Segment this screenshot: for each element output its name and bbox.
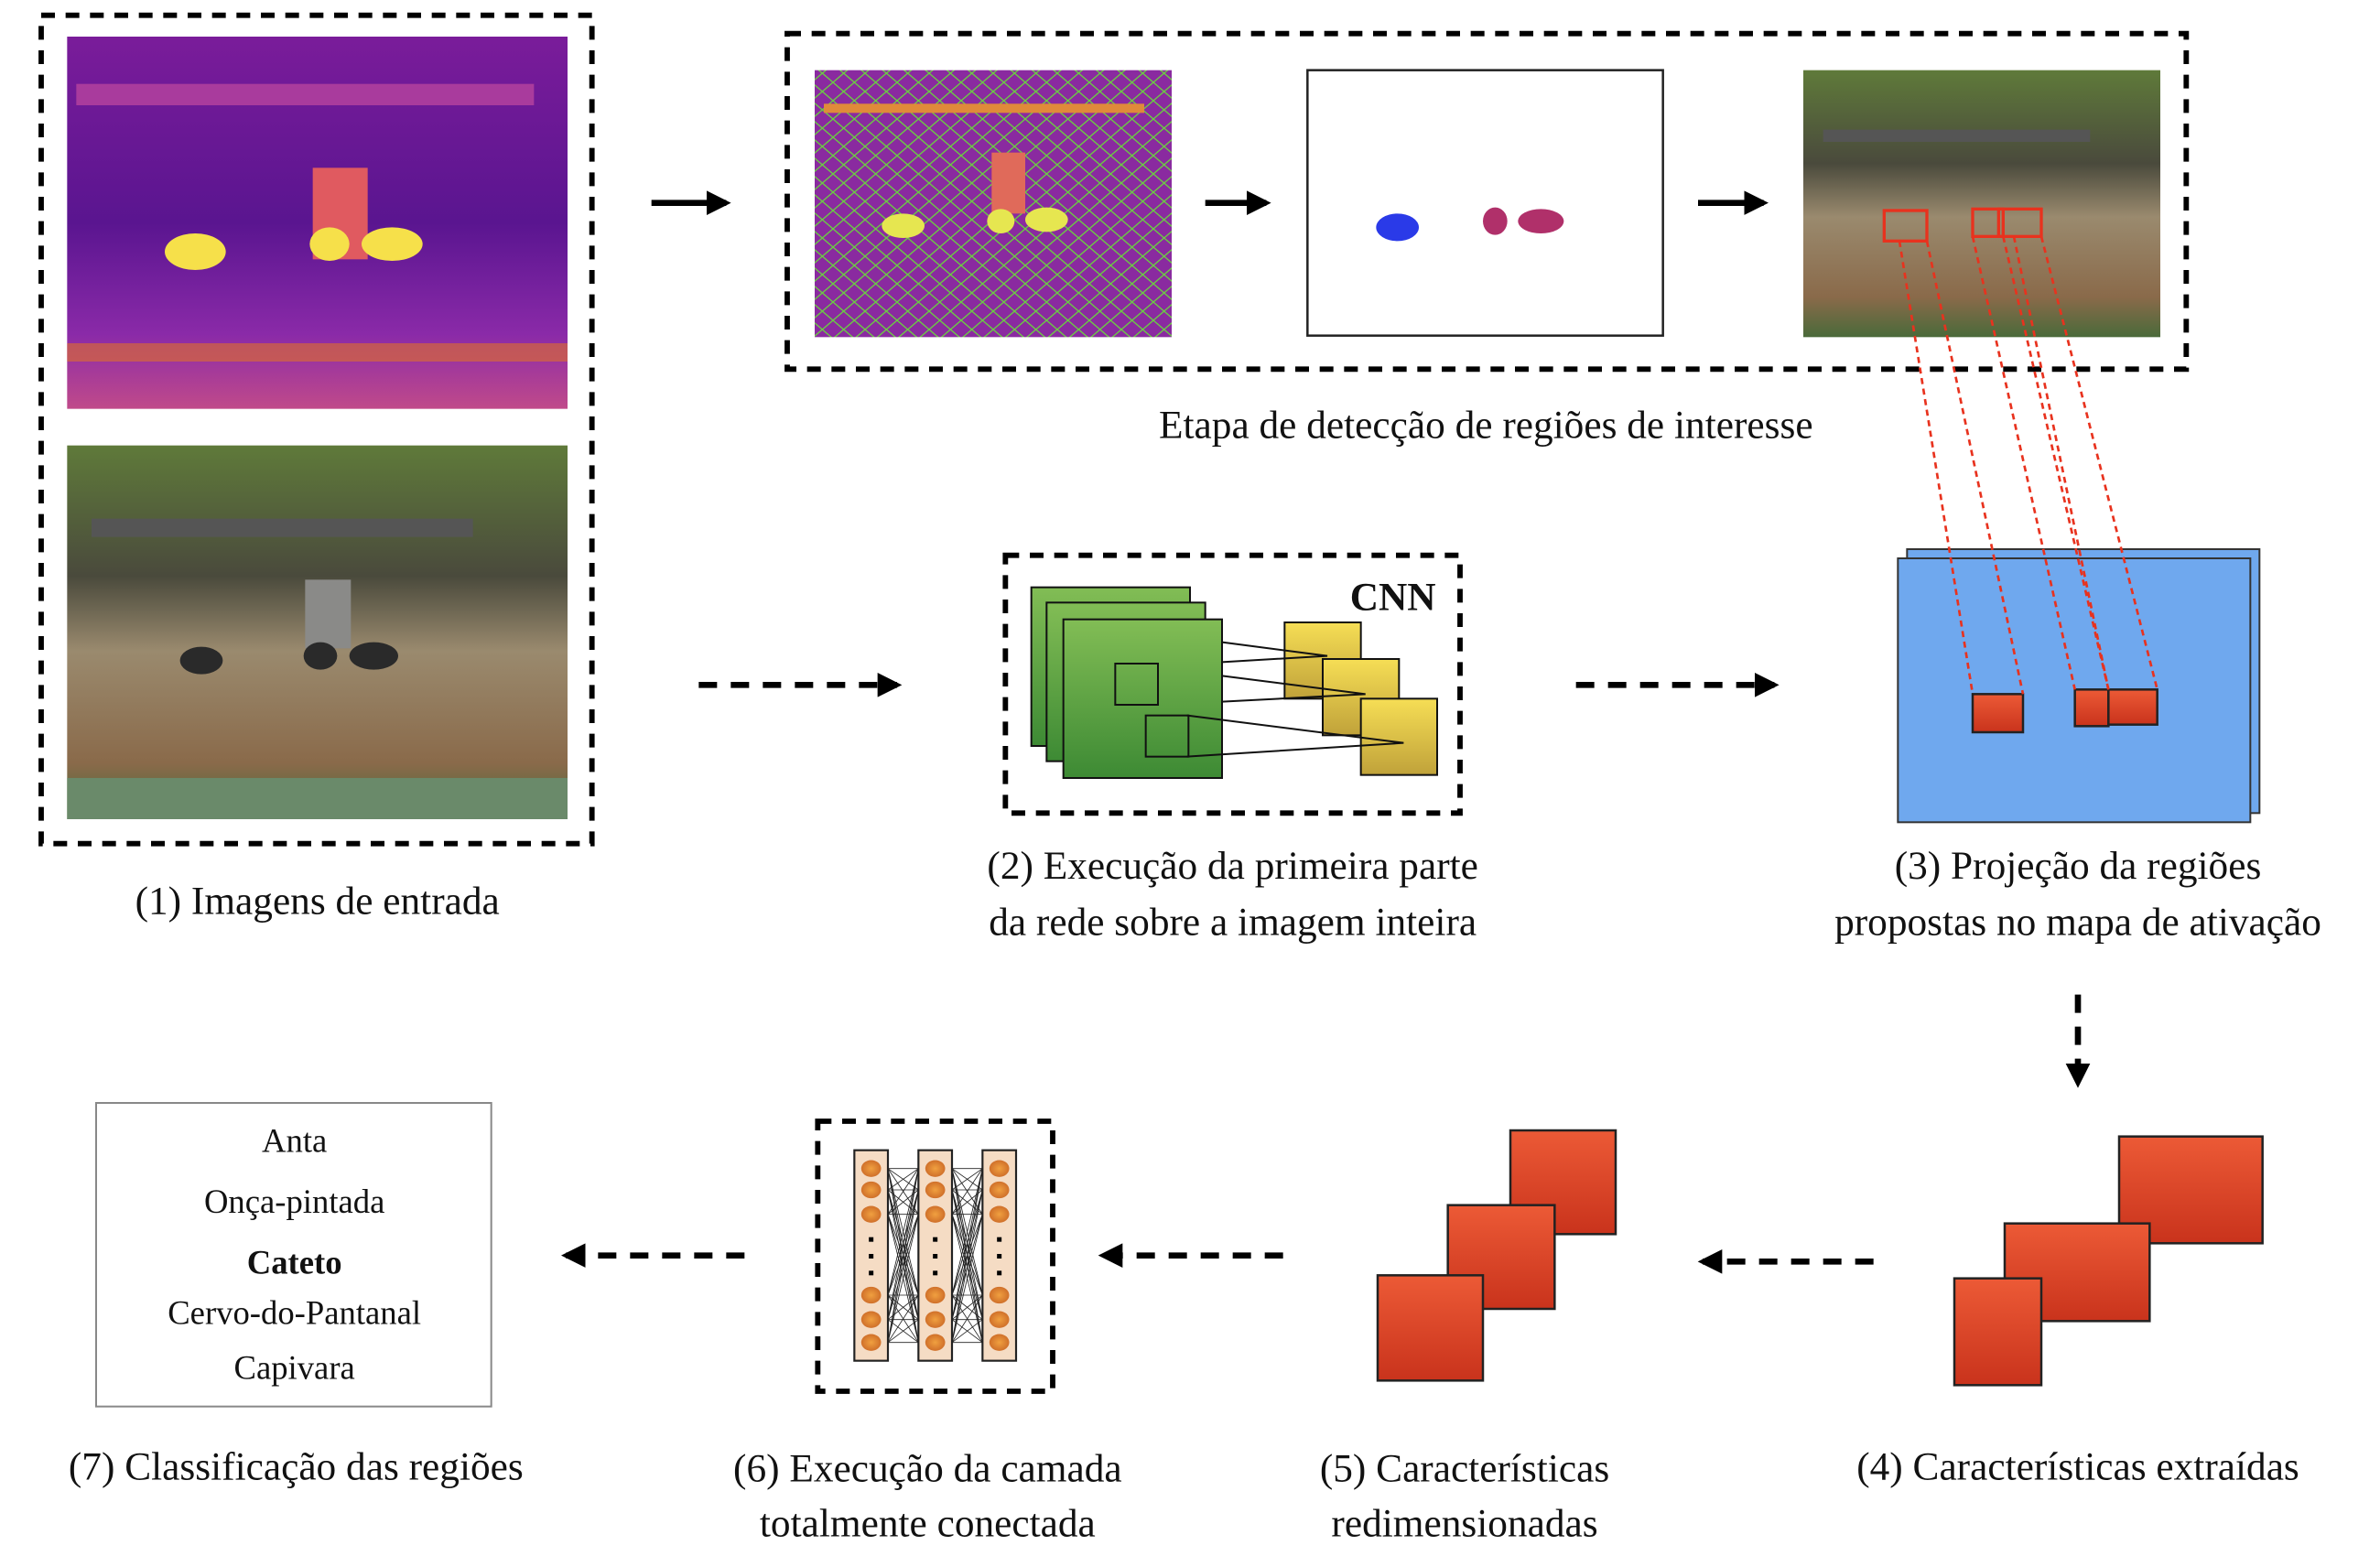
projected-region xyxy=(2073,688,2110,728)
fc-connection xyxy=(887,1168,919,1320)
neuron xyxy=(989,1160,1010,1177)
ellipsis-dot xyxy=(933,1270,938,1276)
conv-feature-maps xyxy=(1030,586,1439,779)
roi-detection-group: Etapa de detecção de regiões de interess… xyxy=(784,30,2190,447)
cnn-title: CNN xyxy=(1350,576,1436,620)
class-item: Capivara xyxy=(234,1349,355,1387)
neuron xyxy=(860,1334,882,1351)
fc-connection xyxy=(951,1168,983,1296)
fc-connection xyxy=(887,1294,919,1343)
ellipsis-dot xyxy=(869,1270,874,1276)
neuron xyxy=(925,1286,946,1304)
projected-region xyxy=(2107,688,2158,726)
class-item: Anta xyxy=(262,1121,327,1159)
roi-detection-frame xyxy=(784,30,2190,373)
class-list-box xyxy=(95,1102,492,1408)
neuron xyxy=(989,1286,1010,1304)
classification-group: Anta Onça-pintada Cateto Cervo-do-Pantan… xyxy=(69,1102,524,1489)
classification-label: (7) Classificação das regiões xyxy=(69,1445,524,1489)
extracted-features-group: (4) Características extraídas xyxy=(1856,1135,2299,1489)
fc-layers xyxy=(853,1149,1018,1362)
neuron xyxy=(860,1181,882,1199)
neuron xyxy=(989,1181,1010,1199)
class-item: Onça-pintada xyxy=(204,1183,384,1220)
cnn-frame xyxy=(1002,552,1463,816)
neuron xyxy=(989,1311,1010,1328)
projected-region xyxy=(1971,693,2025,734)
detected-regions-photo xyxy=(1803,70,2160,338)
fc-connection xyxy=(887,1214,919,1343)
fc-connection xyxy=(887,1168,919,1343)
extracted-label: (4) Características extraídas xyxy=(1856,1445,2299,1489)
fc-connection xyxy=(951,1294,983,1343)
fc-connection xyxy=(887,1168,919,1191)
fc-label-line2: totalmente conectada xyxy=(760,1501,1096,1545)
neuron xyxy=(860,1286,882,1304)
ellipsis-dot xyxy=(933,1237,938,1242)
neuron xyxy=(925,1334,946,1351)
fc-connection xyxy=(887,1168,919,1215)
roi-detection-label: Etapa de detecção de regiões de interess… xyxy=(1159,403,1813,447)
cnn-label-line1: (2) Execução da primeira parte xyxy=(987,844,1477,888)
fc-connection xyxy=(951,1168,983,1343)
fc-frame xyxy=(815,1118,1055,1394)
neuron xyxy=(989,1205,1010,1223)
ellipsis-dot xyxy=(933,1254,938,1259)
thermal-image xyxy=(67,37,568,409)
input-images-frame xyxy=(38,12,595,847)
fc-connection xyxy=(887,1168,919,1296)
fc-connection xyxy=(951,1168,983,1215)
ellipsis-dot xyxy=(997,1237,1002,1242)
fc-connection xyxy=(951,1168,983,1320)
resized-label-line2: redimensionadas xyxy=(1331,1501,1597,1545)
fc-connection xyxy=(951,1189,983,1343)
input-images-group: (1) Imagens de entrada xyxy=(38,12,595,923)
fc-label-line1: (6) Execução da camada xyxy=(733,1446,1122,1490)
fully-connected-group: (6) Execução da camada totalmente conect… xyxy=(733,1118,1122,1545)
rgb-photo xyxy=(67,445,568,819)
class-item: Cervo-do-Pantanal xyxy=(168,1294,421,1332)
resized-label-line1: (5) Características xyxy=(1320,1446,1609,1490)
projection-lines xyxy=(1898,236,2158,695)
ellipsis-dot xyxy=(997,1254,1002,1259)
superpixel-image xyxy=(815,70,1172,338)
projection-label-line2: propostas no mapa de ativação xyxy=(1834,901,2321,945)
neuron xyxy=(925,1160,946,1177)
neuron xyxy=(925,1311,946,1328)
resized-feature xyxy=(1376,1274,1485,1382)
ellipsis-dot xyxy=(869,1237,874,1242)
fc-connection xyxy=(951,1214,983,1343)
fc-connection xyxy=(951,1319,983,1344)
cnn-group: CNN (2) Execução da primeira parte da re… xyxy=(987,552,1478,945)
cnn-label-line2: da rede sobre a imagem inteira xyxy=(989,901,1477,945)
fc-connection xyxy=(887,1319,919,1344)
projection-label-line1: (3) Projeção da regiões xyxy=(1895,844,2262,888)
ellipsis-dot xyxy=(869,1254,874,1259)
projection-group: (3) Projeção da regiões propostas no map… xyxy=(1834,236,2321,945)
input-images-label: (1) Imagens de entrada xyxy=(135,879,500,923)
neuron xyxy=(860,1311,882,1328)
class-item-selected: Cateto xyxy=(247,1244,342,1281)
resized-features-group: (5) Características redimensionadas xyxy=(1320,1129,1617,1545)
neuron xyxy=(860,1205,882,1223)
fc-connection xyxy=(951,1168,983,1191)
extracted-feature xyxy=(1953,1277,2043,1387)
neuron xyxy=(989,1334,1010,1351)
segmentation-mask xyxy=(1306,69,1664,337)
ellipsis-dot xyxy=(997,1270,1002,1276)
neuron xyxy=(925,1181,946,1199)
neuron xyxy=(925,1205,946,1223)
neuron xyxy=(860,1160,882,1177)
fc-connection xyxy=(887,1189,919,1343)
